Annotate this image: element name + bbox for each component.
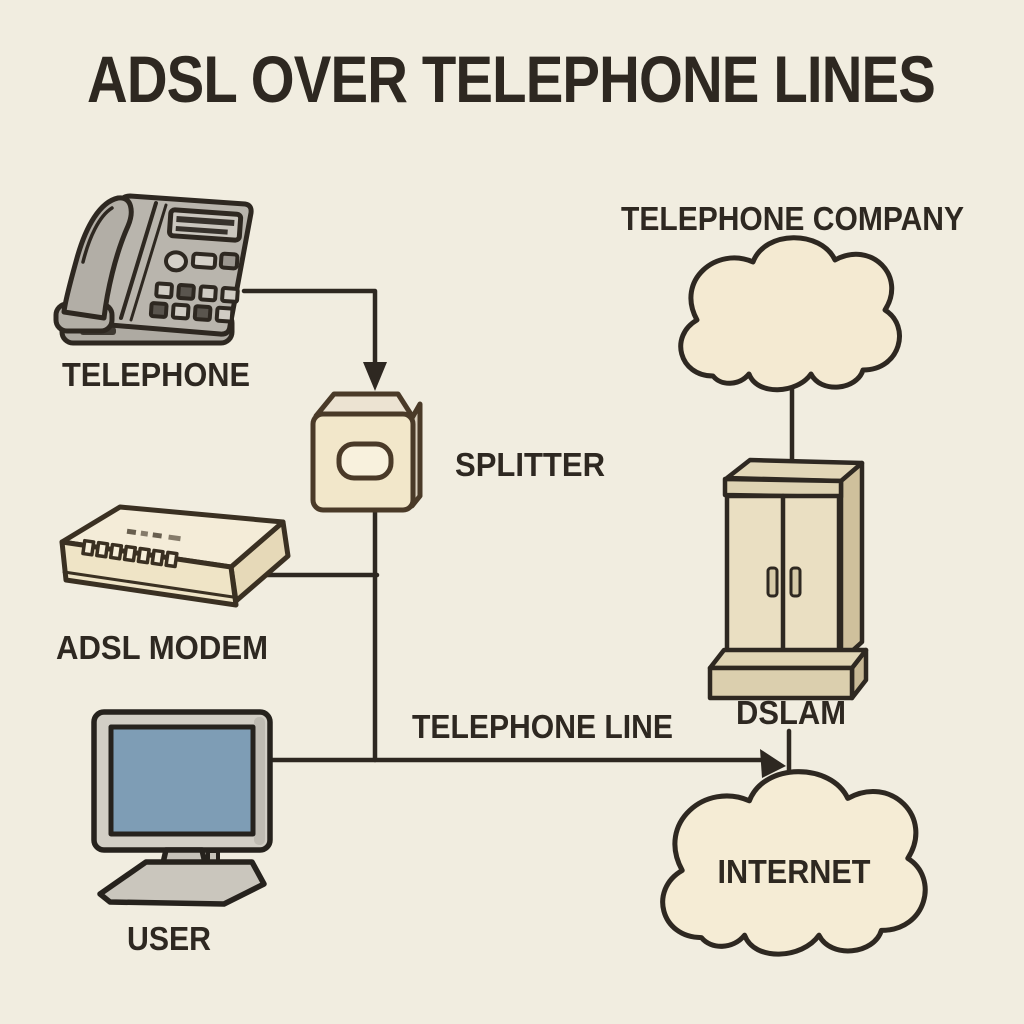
adsl-modem-label: ADSL MODEM [56,629,268,666]
splitter-box-icon [310,391,423,513]
modem-icon [59,504,291,608]
cabinet-base [707,665,855,701]
phone-function-keys [163,250,240,273]
modem-ports [81,538,179,569]
phone-display [167,207,244,243]
telephone-company-label: TELEPHONE COMPANY [621,200,964,237]
cabinet-handle-right [789,566,802,598]
user-label: USER [127,920,211,957]
equipment-cabinet-icon [707,457,869,701]
cabinet-handle-left [766,566,779,598]
desktop-monitor-icon [91,709,273,907]
telephone-to-splitter-line [241,288,378,365]
modem-leds [126,528,181,542]
splitter-port [336,441,394,481]
monitor-screen [108,724,256,837]
telephone-label: TELEPHONE [62,356,250,393]
diagram-title: ADSL OVER TELEPHONE LINES [87,42,935,116]
monitor-base [97,859,267,907]
arrowhead-right-icon [760,749,786,778]
arrowhead-down-icon [363,362,387,391]
phone-keypad [148,281,240,324]
internet-label: INTERNET [718,853,871,890]
splitter-label: SPLITTER [455,446,605,483]
connector-lines [241,288,795,797]
desk-phone-icon [53,193,254,346]
telephone-line-label: TELEPHONE LINE [412,708,673,745]
telephone-company-cloud-icon [681,238,900,390]
dslam-label: DSLAM [736,694,846,731]
